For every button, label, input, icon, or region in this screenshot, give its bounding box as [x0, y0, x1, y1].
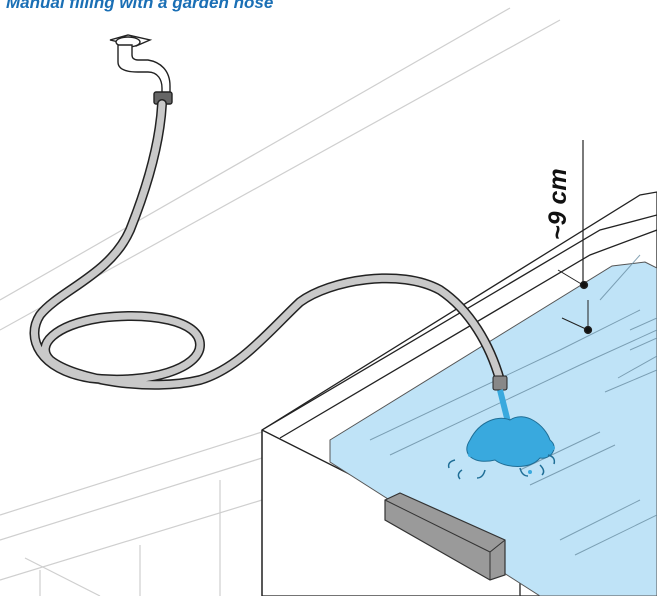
garden-hose-icon	[29, 99, 508, 391]
water-splash-icon	[447, 389, 556, 480]
diagram-title: Manual filling with a garden hose	[6, 0, 274, 12]
background-lines	[0, 7, 561, 596]
faucet-icon	[109, 34, 173, 105]
fill-depth-label: ~9 cm	[544, 168, 572, 240]
bathtub-icon	[261, 140, 657, 596]
